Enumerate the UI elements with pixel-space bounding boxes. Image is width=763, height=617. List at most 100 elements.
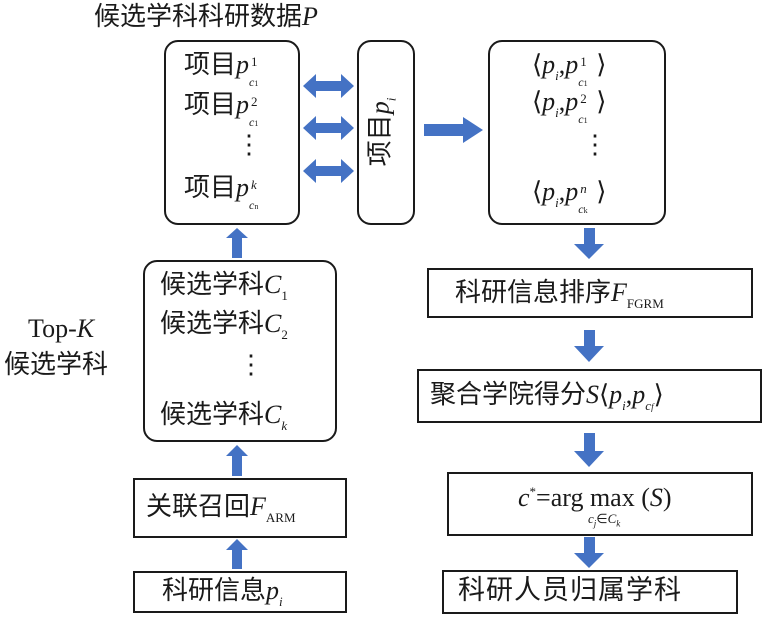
pair-right: p	[565, 87, 579, 116]
argmax-lhs-sup: *	[529, 484, 537, 499]
pair-left-sub: i	[555, 68, 559, 83]
pair-subindex: k	[583, 206, 588, 215]
double-arrow-2	[303, 116, 354, 140]
pair-left: p	[542, 87, 556, 116]
pair-left: p	[542, 177, 556, 206]
pair-close: ⟩	[596, 50, 607, 79]
project-sup: 1	[251, 54, 258, 69]
up-arrow-subjects-to-projects	[226, 228, 248, 258]
ranking-text: 科研信息排序	[455, 278, 612, 308]
down-arrow-pairs-to-ranking	[574, 228, 604, 259]
argmax-formula: c*=arg max (S)	[518, 477, 672, 513]
topk-var: K	[76, 314, 95, 343]
diagram-title: 候选学科科研数据P	[94, 2, 318, 32]
argmax-subscript: cj∈Ck	[588, 511, 620, 529]
subject-prefix: 候选学科	[160, 270, 265, 300]
argmax-eq: =arg max (	[536, 483, 650, 512]
ranking-var: F	[611, 278, 627, 307]
project-sup: k	[251, 177, 257, 192]
aggregate-p2-sub: cf	[645, 398, 653, 413]
pair-sub: c	[578, 112, 584, 126]
pair-left-sub: i	[555, 195, 559, 210]
subject-index: 2	[281, 327, 288, 342]
pair-comma: ,	[558, 50, 566, 79]
argmax-sub-in: ∈	[596, 511, 608, 526]
pairs-box	[488, 40, 666, 225]
argmax-sub-c: c	[588, 511, 594, 526]
association-recall-label: 关联召回FARM	[146, 492, 296, 533]
pair-subindex: 1	[583, 79, 588, 88]
argmax-sub-j: j	[593, 518, 597, 529]
argmax-sub-k: k	[616, 518, 621, 529]
project-var: p	[236, 173, 250, 202]
aggregate-p2-sub-base: c	[645, 398, 652, 413]
argmax-sub-C: C	[607, 511, 617, 526]
result-label: 科研人员归属学科	[458, 575, 682, 606]
pair-comma: ,	[558, 177, 566, 206]
pair-sub: c	[578, 75, 584, 89]
subject-var: C	[264, 400, 282, 429]
double-arrow-3	[303, 159, 354, 183]
argmax-close: )	[662, 483, 672, 512]
argmax-box	[447, 472, 753, 536]
aggregate-var: S	[586, 380, 600, 409]
subject-index: 1	[281, 288, 288, 303]
up-arrow-info-to-recall	[226, 539, 248, 569]
aggregate-box	[417, 369, 762, 423]
pair-close: ⟩	[596, 87, 607, 116]
pair-sup: 2	[580, 91, 587, 106]
project-sub: c	[249, 115, 255, 129]
project-var: p	[236, 50, 250, 79]
research-info-sub: i	[279, 594, 283, 609]
project-sub: c	[249, 198, 255, 212]
candidate-subject-k: 候选学科Ck	[160, 400, 287, 441]
pair-open: ⟨	[532, 177, 543, 206]
project-prefix: 项目	[184, 90, 237, 120]
project-subindex: n	[254, 202, 259, 211]
title-variable: P	[302, 2, 318, 31]
subject-var: C	[264, 270, 282, 299]
ranking-sub: FGRM	[626, 296, 664, 311]
subject-prefix: 候选学科	[160, 309, 265, 339]
candidate-subject-1: 候选学科C1	[160, 270, 288, 311]
double-arrow-1	[303, 74, 354, 98]
pair-sup: n	[580, 181, 587, 196]
right-arrow-to-pairs	[424, 117, 483, 143]
research-info-var: p	[266, 576, 280, 605]
topk-label-line2: 候选学科	[4, 350, 109, 380]
candidate-projects-box	[164, 40, 300, 225]
aggregate-close: ⟩	[653, 380, 664, 409]
project-sub: c	[249, 75, 255, 89]
topk-prefix: Top-	[28, 314, 77, 343]
argmax-var: S	[649, 483, 663, 512]
project-pi-box	[357, 40, 415, 225]
research-info-box	[133, 571, 347, 613]
subject-var: C	[264, 309, 282, 338]
subject-index: k	[281, 418, 288, 433]
aggregate-p2: p	[632, 380, 646, 409]
research-info-text: 科研信息	[162, 576, 267, 606]
up-arrow-recall-to-subjects	[226, 445, 248, 476]
argmax-lhs: c	[518, 483, 530, 512]
ranking-box	[427, 268, 753, 318]
topk-label-line1: Top-K	[28, 314, 94, 344]
aggregate-open: ⟨	[599, 380, 610, 409]
candidate-subjects-box	[143, 260, 337, 442]
pair-right: p	[565, 50, 579, 79]
result-box	[442, 570, 738, 614]
recall-var: F	[250, 492, 266, 521]
subject-prefix: 候选学科	[160, 400, 265, 430]
aggregate-label: 聚合学院得分S⟨pi,pcf⟩	[430, 380, 664, 422]
aggregate-p1-sub: i	[622, 398, 626, 413]
pair-close: ⟩	[596, 177, 607, 206]
project-subindex: 1	[254, 79, 259, 88]
pair-subindex: 1	[583, 116, 588, 125]
pair-sub: c	[578, 202, 584, 216]
ranking-label: 科研信息排序FFGRM	[455, 278, 664, 319]
pair-comma: ,	[558, 87, 566, 116]
